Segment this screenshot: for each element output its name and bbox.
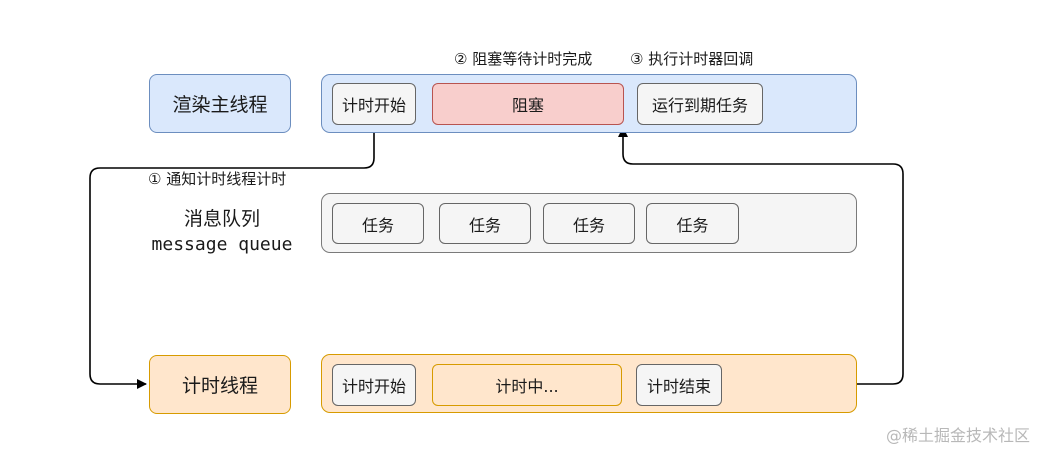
message-queue-label: 消息队列 message queue [138,207,306,257]
timer-thread-label: 计时线程 [149,355,291,414]
message-queue-label-en: message queue [151,234,293,255]
queue-task: 任务 [646,203,739,244]
render-timer-start: 计时开始 [332,83,416,125]
message-queue-label-cn: 消息队列 [183,208,260,230]
timer-timer-end: 计时结束 [636,364,722,406]
notify-timer-annotation: ① 通知计时线程计时 [148,170,287,188]
run-callback-annotation: ③ 执行计时器回调 [630,50,754,68]
timer-timing: 计时中... [432,364,622,406]
render-blocked: 阻塞 [432,83,624,125]
timer-callback-arrow [618,127,904,385]
blocking-wait-annotation: ② 阻塞等待计时完成 [454,50,593,68]
render-main-thread-label: 渲染主线程 [149,74,291,133]
queue-task: 任务 [543,203,635,244]
queue-task: 任务 [332,203,424,244]
render-run-due-task: 运行到期任务 [637,83,763,125]
watermark: @稀土掘金技术社区 [886,426,1031,445]
timer-timer-start: 计时开始 [332,364,416,406]
queue-task: 任务 [439,203,531,244]
